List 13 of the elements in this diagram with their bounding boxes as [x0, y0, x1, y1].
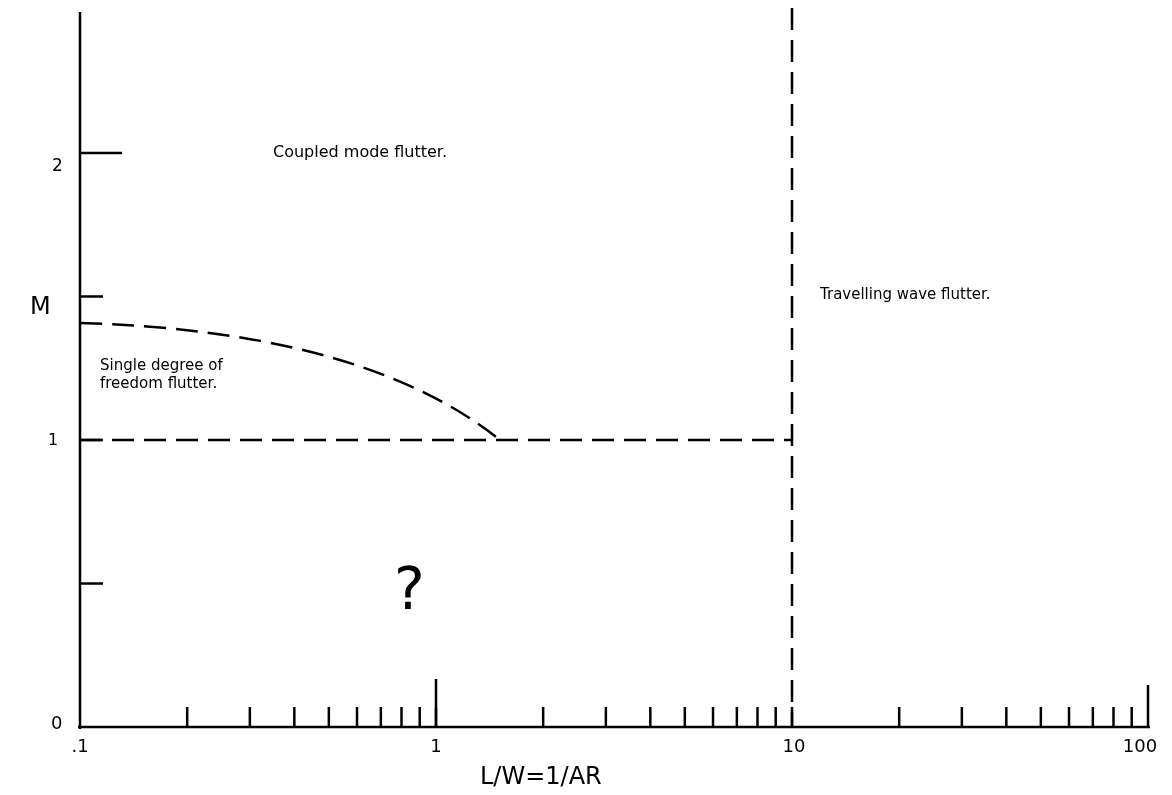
- axis-tick-label: 1: [430, 735, 442, 756]
- region-label: Travelling wave flutter.: [820, 285, 991, 303]
- axis-tick-label: 0: [51, 712, 63, 733]
- axis-tick-label: .1: [71, 735, 89, 756]
- region-label: Coupled mode flutter.: [273, 142, 448, 161]
- axis-title: M: [30, 292, 51, 320]
- axis-tick-label: 100: [1122, 735, 1158, 756]
- axis-tick-label: 2: [52, 155, 63, 175]
- region-label: Single degree of freedom flutter.: [100, 356, 224, 392]
- axis-tick-label: 10: [782, 735, 806, 756]
- question-mark: ?: [394, 555, 425, 623]
- axis-title: L/W=1/AR: [480, 762, 602, 790]
- axis-tick-label: 1: [48, 430, 59, 449]
